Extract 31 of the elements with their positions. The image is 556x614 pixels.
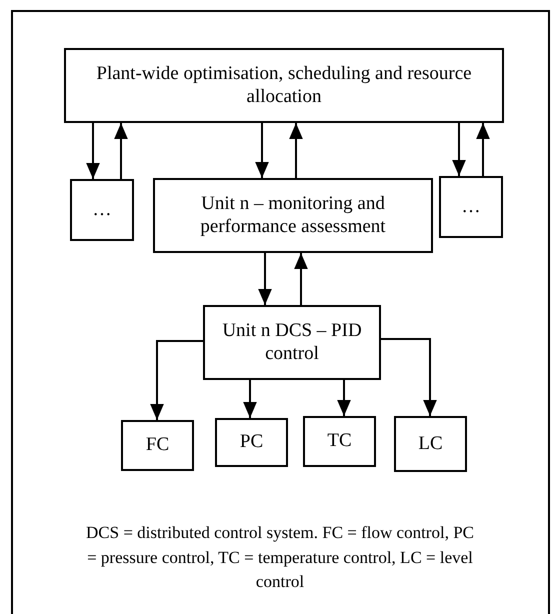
- box-label: LC: [418, 432, 443, 456]
- box-label: PC: [240, 431, 264, 454]
- arrow: [476, 123, 490, 176]
- caption: DCS = distributed control system. FC = flow control, PC = pressure control, TC = temperature control, LC = level control: [85, 522, 475, 594]
- box-label: …: [92, 198, 112, 222]
- process-box: [64, 48, 504, 123]
- process-box: [394, 416, 467, 472]
- arrow: [452, 123, 466, 176]
- box-label: Unit n DCS – PID control: [221, 320, 363, 366]
- arrow: [381, 338, 437, 416]
- box-label: Plant-wide optimisation, scheduling and resource allocation: [95, 62, 473, 108]
- arrow: [86, 123, 100, 179]
- box-label: TC: [327, 430, 352, 453]
- box-label: FC: [146, 434, 170, 457]
- process-box: [153, 178, 433, 253]
- box-label: Unit n – monitoring and performance assessment: [199, 192, 387, 238]
- process-box: [203, 305, 381, 380]
- process-box: [70, 179, 134, 241]
- arrow: [289, 123, 303, 178]
- arrow: [337, 380, 351, 416]
- box-label: …: [462, 196, 480, 218]
- process-box: [121, 420, 194, 471]
- process-box: [215, 418, 288, 467]
- arrow: [114, 123, 128, 179]
- arrow: [258, 253, 272, 305]
- arrow: [255, 123, 269, 178]
- arrow: [243, 380, 257, 418]
- arrow: [150, 340, 203, 420]
- process-box: [439, 176, 503, 238]
- arrow: [294, 253, 308, 305]
- process-box: [303, 416, 376, 467]
